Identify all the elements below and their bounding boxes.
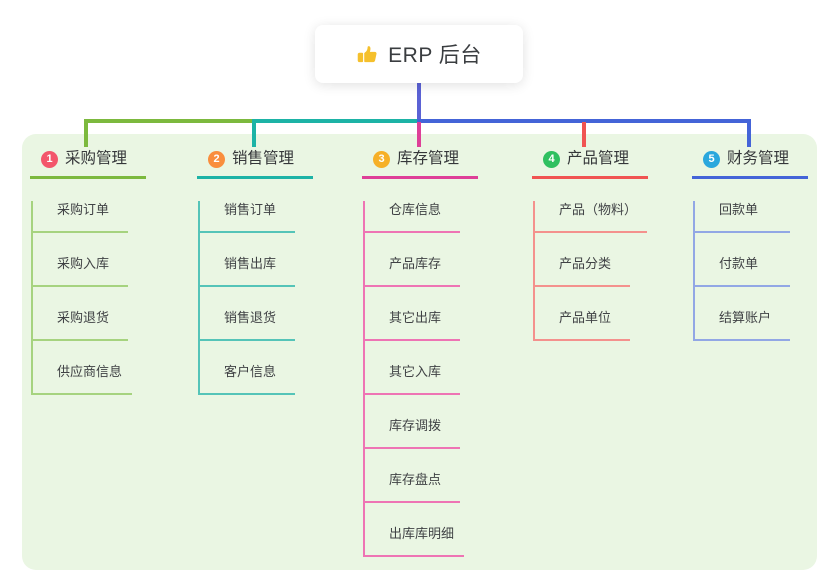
thumbs-up-icon xyxy=(356,43,379,66)
child-node[interactable]: 产品库存 xyxy=(365,255,460,287)
root-node[interactable]: ERP 后台 xyxy=(315,25,523,83)
branch-number-badge: 3 xyxy=(373,150,390,168)
child-node[interactable]: 结算账户 xyxy=(695,309,790,341)
branch-number-badge: 4 xyxy=(543,150,560,168)
branch-number-badge: 2 xyxy=(208,150,225,168)
branch-header-4[interactable]: 4 产品管理 xyxy=(532,147,648,179)
child-node[interactable]: 付款单 xyxy=(695,255,790,287)
child-node[interactable]: 产品单位 xyxy=(535,309,630,341)
child-node[interactable]: 其它出库 xyxy=(365,309,460,341)
branch-1: 1 采购管理采购订单采购入库采购退货供应商信息 xyxy=(30,147,146,395)
child-node[interactable]: 供应商信息 xyxy=(33,363,133,395)
branch-drop-line-5 xyxy=(747,119,751,147)
branch-children-5: 回款单付款单结算账户 xyxy=(693,201,790,341)
branch-header-3[interactable]: 3 库存管理 xyxy=(362,147,478,179)
child-node[interactable]: 采购退货 xyxy=(33,309,128,341)
branch-children-1: 采购订单采购入库采购退货供应商信息 xyxy=(31,201,133,395)
child-node[interactable]: 销售订单 xyxy=(200,201,295,233)
branch-header-2[interactable]: 2 销售管理 xyxy=(197,147,313,179)
branch-header-1[interactable]: 1 采购管理 xyxy=(30,147,146,179)
branch-title: 财务管理 xyxy=(727,150,790,167)
child-node[interactable]: 产品（物料） xyxy=(535,201,648,233)
child-node[interactable]: 销售退货 xyxy=(200,309,295,341)
child-node[interactable]: 销售出库 xyxy=(200,255,295,287)
branch-header-5[interactable]: 5 财务管理 xyxy=(692,147,808,179)
child-node[interactable]: 库存盘点 xyxy=(365,471,460,503)
branch-number-badge: 5 xyxy=(703,150,720,168)
child-node[interactable]: 产品分类 xyxy=(535,255,630,287)
child-node[interactable]: 其它入库 xyxy=(365,363,460,395)
branch-title: 产品管理 xyxy=(567,150,630,167)
branch-children-3: 仓库信息产品库存其它出库其它入库库存调拨库存盘点出库库明细 xyxy=(363,201,465,557)
child-node[interactable]: 采购入库 xyxy=(33,255,128,287)
branch-children-4: 产品（物料） 产品分类产品单位 xyxy=(533,201,648,341)
bus-segment-teal xyxy=(252,119,419,123)
branch-drop-line-4 xyxy=(582,122,586,147)
child-node[interactable]: 库存调拨 xyxy=(365,417,460,449)
branch-drop-line-1 xyxy=(84,119,88,147)
branch-title: 库存管理 xyxy=(397,150,460,167)
branch-drop-line-3 xyxy=(417,122,421,147)
branch-title: 采购管理 xyxy=(65,150,128,167)
root-connector-line xyxy=(417,83,421,120)
branch-children-2: 销售订单销售出库销售退货客户信息 xyxy=(198,201,295,395)
branch-title: 销售管理 xyxy=(232,150,295,167)
branch-number-badge: 1 xyxy=(41,150,58,168)
mindmap-panel xyxy=(22,134,817,570)
branch-3: 3 库存管理仓库信息产品库存其它出库其它入库库存调拨库存盘点出库库明细 xyxy=(362,147,478,557)
root-node-label: ERP 后台 xyxy=(388,44,482,67)
branch-drop-line-2 xyxy=(252,119,256,147)
bus-segment-green xyxy=(84,119,253,123)
child-node[interactable]: 仓库信息 xyxy=(365,201,460,233)
child-node[interactable]: 采购订单 xyxy=(33,201,128,233)
branch-2: 2 销售管理销售订单销售出库销售退货客户信息 xyxy=(197,147,313,395)
child-node[interactable]: 客户信息 xyxy=(200,363,295,395)
branch-4: 4 产品管理产品（物料） 产品分类产品单位 xyxy=(532,147,648,341)
bus-segment-blue xyxy=(417,119,751,123)
child-node[interactable]: 出库库明细 xyxy=(365,525,465,557)
child-node[interactable]: 回款单 xyxy=(695,201,790,233)
branch-5: 5 财务管理回款单付款单结算账户 xyxy=(692,147,808,341)
